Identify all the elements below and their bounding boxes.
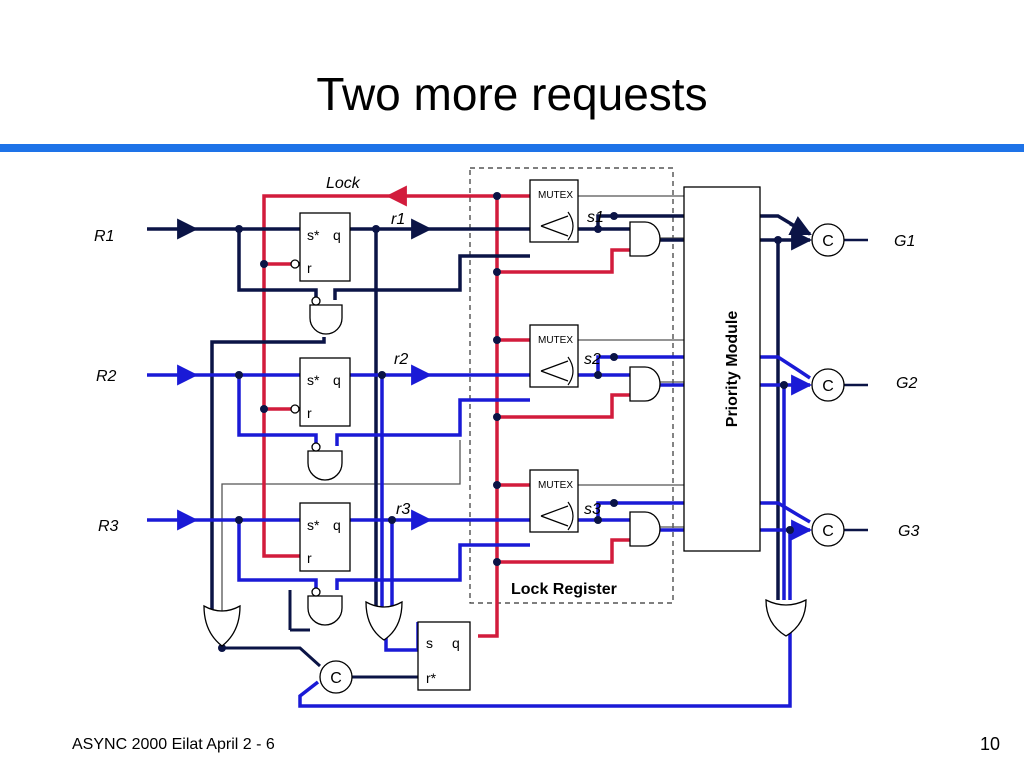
slide-title: Two more requests	[316, 68, 708, 120]
latch-2-reset: r	[307, 405, 312, 421]
latch-1-reset: r	[307, 260, 312, 276]
and-gate-s3	[629, 511, 661, 547]
latch-3-q: q	[333, 517, 341, 533]
grant-s1: s1	[587, 209, 604, 226]
and-gate-2	[307, 442, 343, 481]
r1-wires	[147, 214, 811, 616]
mutex-2: MUTEX	[529, 324, 579, 388]
latch-2-q: q	[333, 372, 341, 388]
bottom-latch-set: s	[426, 635, 433, 651]
latch-3-set: s*	[307, 517, 320, 533]
bottom-latch-q: q	[452, 635, 460, 651]
or-gate-right	[765, 598, 807, 637]
lock-label: Lock	[326, 175, 361, 192]
grant-s2: s2	[584, 351, 601, 368]
bottom-latch-reset: r*	[426, 670, 437, 686]
lock-register-box	[469, 167, 674, 604]
request-r3: r3	[396, 501, 410, 518]
input-r3: R3	[98, 518, 119, 535]
request-r1: r1	[391, 211, 405, 228]
latch-3-reset: r	[307, 550, 312, 566]
title-rule	[0, 144, 1024, 152]
svg-text:C: C	[822, 523, 834, 540]
svg-text:C: C	[330, 670, 342, 687]
and-gate-3	[307, 587, 343, 626]
mutex-1-label: MUTEX	[538, 190, 573, 201]
footer-event: ASYNC 2000 Eilat April 2 - 6	[72, 736, 275, 753]
input-r2: R2	[96, 368, 117, 385]
latch-2: s* q r	[290, 357, 351, 427]
output-g3: G3	[898, 523, 919, 540]
output-g1: G1	[894, 233, 915, 250]
mutex-1: MUTEX	[529, 179, 579, 243]
output-wires	[844, 238, 868, 532]
page-number: 10	[980, 734, 1001, 754]
output-g2: G2	[896, 375, 917, 392]
bottom-latch: s q r*	[417, 621, 471, 691]
mutex-3: MUTEX	[529, 469, 579, 533]
priority-module-label: Priority Module	[724, 311, 741, 428]
mutex-2-label: MUTEX	[538, 335, 573, 346]
and-gate-s2	[629, 366, 661, 402]
svg-text:C: C	[822, 378, 834, 395]
and-gate-1	[309, 296, 343, 335]
c-element-bottom: C	[319, 660, 353, 694]
mutex-3-label: MUTEX	[538, 480, 573, 491]
priority-module-box	[683, 186, 761, 552]
latch-1: s* q r	[290, 212, 351, 282]
or-gate-left	[203, 604, 241, 647]
gray-wires	[221, 195, 684, 612]
c-element-g1: C	[811, 223, 845, 257]
or-gate-middle	[365, 600, 403, 641]
input-r1: R1	[94, 228, 114, 245]
latch-2-set: s*	[307, 372, 320, 388]
latch-1-set: s*	[307, 227, 320, 243]
grant-s3: s3	[584, 501, 601, 518]
c-element-g2: C	[811, 368, 845, 402]
and-gate-s1	[629, 221, 661, 257]
junction-dots	[218, 192, 794, 652]
c-element-g3: C	[811, 513, 845, 547]
svg-text:C: C	[822, 233, 834, 250]
lock-register-label: Lock Register	[511, 581, 617, 598]
latch-3: s* q r	[299, 502, 351, 572]
latch-1-q: q	[333, 227, 341, 243]
request-r2: r2	[394, 351, 408, 368]
